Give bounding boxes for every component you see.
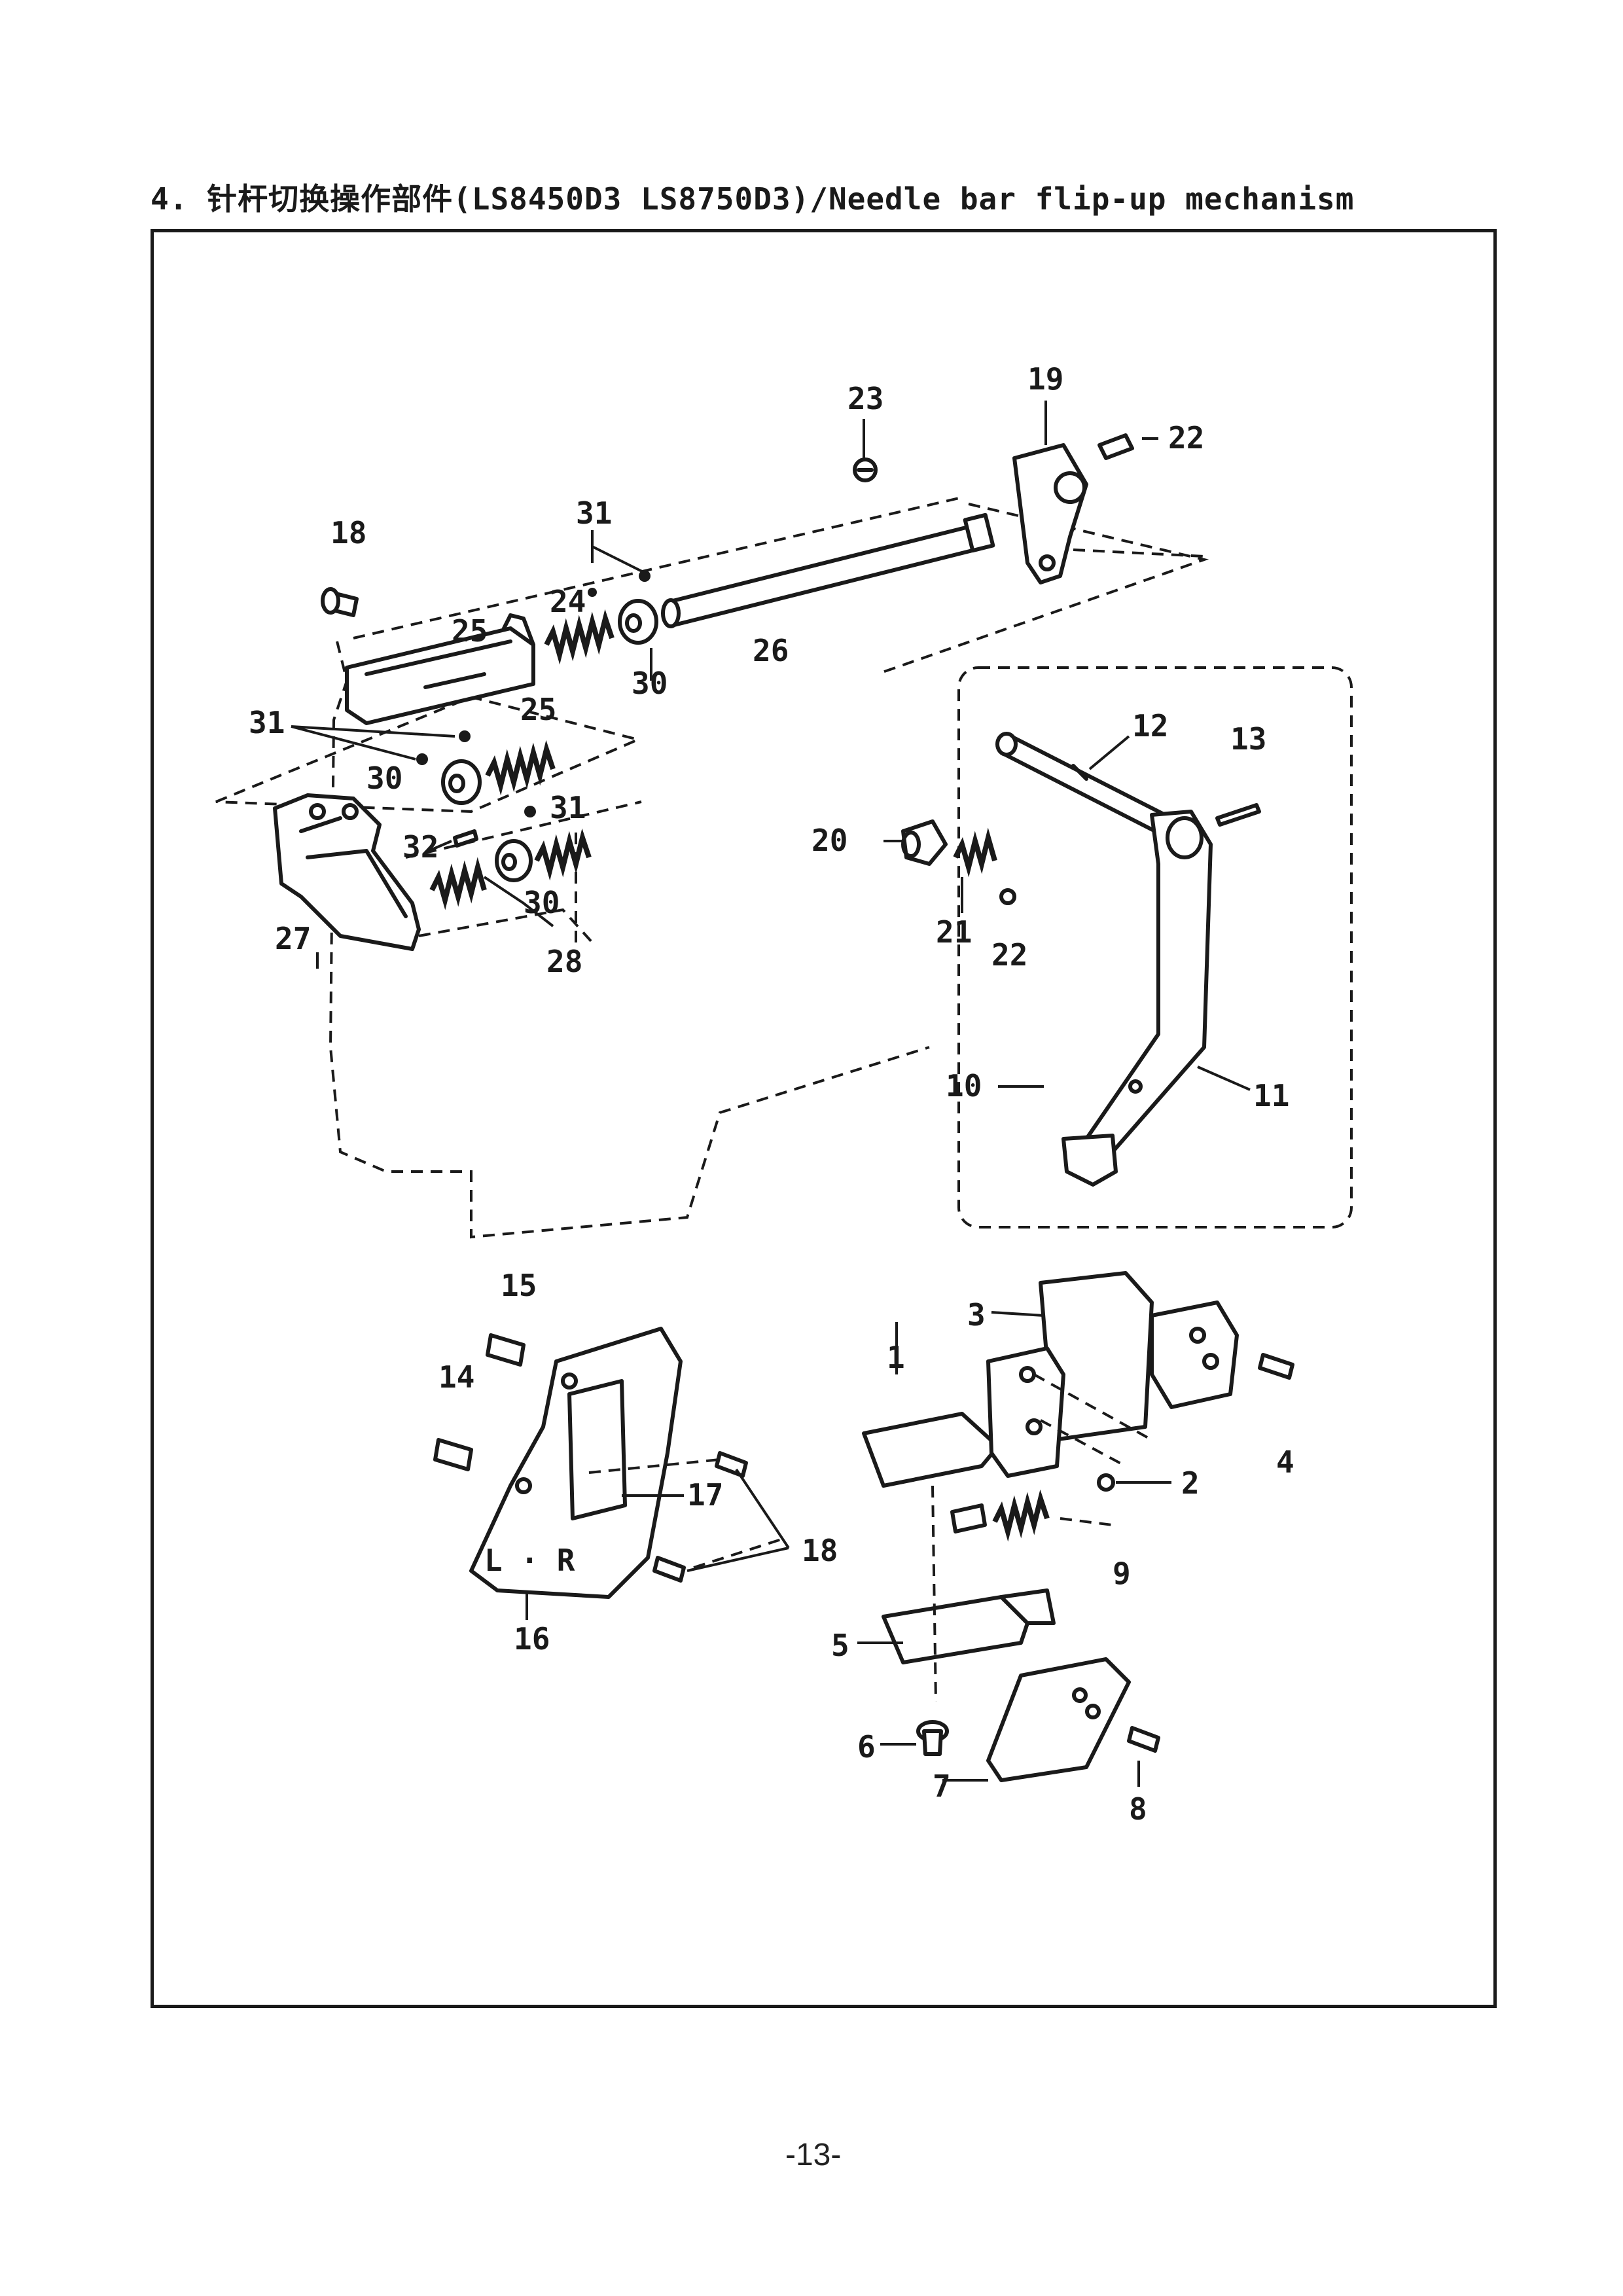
- part-label-18-upper: 18: [330, 515, 366, 550]
- spring-29-lower: [429, 857, 487, 910]
- bushing-19: [901, 819, 948, 866]
- part-label-17: 17: [687, 1477, 723, 1513]
- part-label-25-upper: 24: [550, 584, 586, 619]
- lever-assembly-box: [957, 666, 1353, 1229]
- shaft-27: [661, 512, 995, 628]
- part-label-20: 21: [936, 914, 972, 950]
- screw-4: [1258, 1353, 1294, 1380]
- washer-2: [1097, 1473, 1115, 1492]
- side-cover-16: [469, 1327, 683, 1599]
- page-number: -13-: [785, 2138, 842, 2172]
- part-label-31-lower: 31: [550, 790, 586, 825]
- part-label-23: 22: [1168, 420, 1204, 456]
- shaft-dash-1: [1033, 1373, 1152, 1467]
- part-label-27: 26: [753, 633, 789, 668]
- base-bracket-1: [862, 1346, 1065, 1488]
- spring-9: [992, 1489, 1050, 1542]
- pin-dash-9: [1060, 1517, 1113, 1526]
- lever-pad-10: [1061, 1134, 1118, 1187]
- ball-31-small: [588, 588, 597, 597]
- pin-9: [950, 1503, 987, 1534]
- part-label-30-upper: 30: [632, 666, 668, 701]
- pin-32: [453, 829, 478, 848]
- part-label-4: 4: [1276, 1444, 1294, 1480]
- screw-8: [1127, 1726, 1160, 1753]
- screw-24: [853, 457, 878, 482]
- part-label-32: 32: [402, 829, 438, 865]
- part-label-15: 15: [501, 1268, 537, 1303]
- bracket-28: [273, 793, 421, 951]
- part-label-2: 2: [1181, 1465, 1200, 1501]
- part-label-21: 22: [991, 937, 1027, 973]
- part-label-30-middle: 30: [366, 761, 402, 796]
- part-label-26: 25: [452, 613, 488, 649]
- spring-20: [953, 827, 997, 878]
- part-label-10: 10: [946, 1068, 982, 1103]
- part-label-30-lower: 30: [524, 885, 560, 920]
- part-label-9: 9: [1113, 1556, 1131, 1591]
- ball-31-middle-b: [416, 753, 428, 765]
- part-label-14: 14: [438, 1359, 474, 1395]
- part-label-25-middle: 25: [520, 692, 556, 727]
- part-label-16: 16: [514, 1621, 550, 1657]
- part-label-24: 23: [847, 381, 883, 416]
- lever-11: [1084, 810, 1213, 1154]
- spring-25-middle: [485, 740, 556, 796]
- page-title: 4. 针杆切换操作部件(LS8450D3 LS8750D3)/Needle ba…: [151, 181, 1355, 217]
- lever-shaft-12: [995, 732, 1173, 836]
- spring-31-lower: [534, 828, 592, 881]
- part-label-3: 3: [967, 1297, 986, 1333]
- ball-21: [999, 888, 1016, 905]
- screw-18-upper: [321, 587, 359, 617]
- ball-31-middle-a: [459, 730, 471, 742]
- collar-30-lower: [495, 839, 533, 882]
- screw-18-lower-a: [715, 1451, 748, 1478]
- part-label-19: 20: [812, 823, 847, 858]
- stud-dash-6: [931, 1485, 937, 1702]
- part-label-11: 11: [1253, 1078, 1289, 1113]
- crank-22: [1012, 443, 1088, 584]
- block-4: [1150, 1300, 1239, 1409]
- part-label-31-upper: 31: [576, 495, 612, 531]
- part-label-12: 12: [1132, 708, 1168, 744]
- diagram-frame: [151, 229, 1497, 2008]
- ball-31-upper: [639, 570, 651, 582]
- screw-6: [916, 1720, 949, 1756]
- bracket-26: [345, 613, 535, 725]
- part-label-6: 6: [857, 1729, 876, 1765]
- screw-18-dash: [588, 1458, 786, 1569]
- leader-lines: [291, 401, 1251, 1787]
- spring-group-dashed: [405, 800, 642, 944]
- part-label-31-left: 31: [249, 705, 285, 740]
- stud-14: [433, 1438, 473, 1471]
- ball-31-lower: [524, 806, 536, 817]
- stud-15: [486, 1333, 526, 1367]
- spring-25-upper: [544, 609, 615, 665]
- collar-30-upper: [618, 599, 658, 645]
- part-label-22: 19: [1027, 361, 1063, 397]
- part-label-18-lower: 18: [802, 1533, 838, 1568]
- pad-7: [986, 1657, 1131, 1782]
- screw-23: [1097, 433, 1134, 460]
- collar-30-middle: [441, 759, 482, 805]
- part-label-5: 5: [831, 1628, 849, 1663]
- lower-bracket-5: [882, 1588, 1056, 1664]
- part-label-1: 1: [887, 1340, 905, 1375]
- screw-18-lower-b: [652, 1556, 686, 1583]
- part-label-28: 27: [275, 921, 311, 956]
- machine-arm-outline: [329, 641, 930, 1239]
- part-label-7: 7: [933, 1768, 951, 1804]
- part-label-29: 28: [546, 944, 582, 979]
- pin-13: [1215, 803, 1261, 827]
- part-label-13: 13: [1230, 721, 1266, 757]
- panel-marking: L · R: [484, 1543, 575, 1578]
- part-label-8: 8: [1129, 1791, 1147, 1827]
